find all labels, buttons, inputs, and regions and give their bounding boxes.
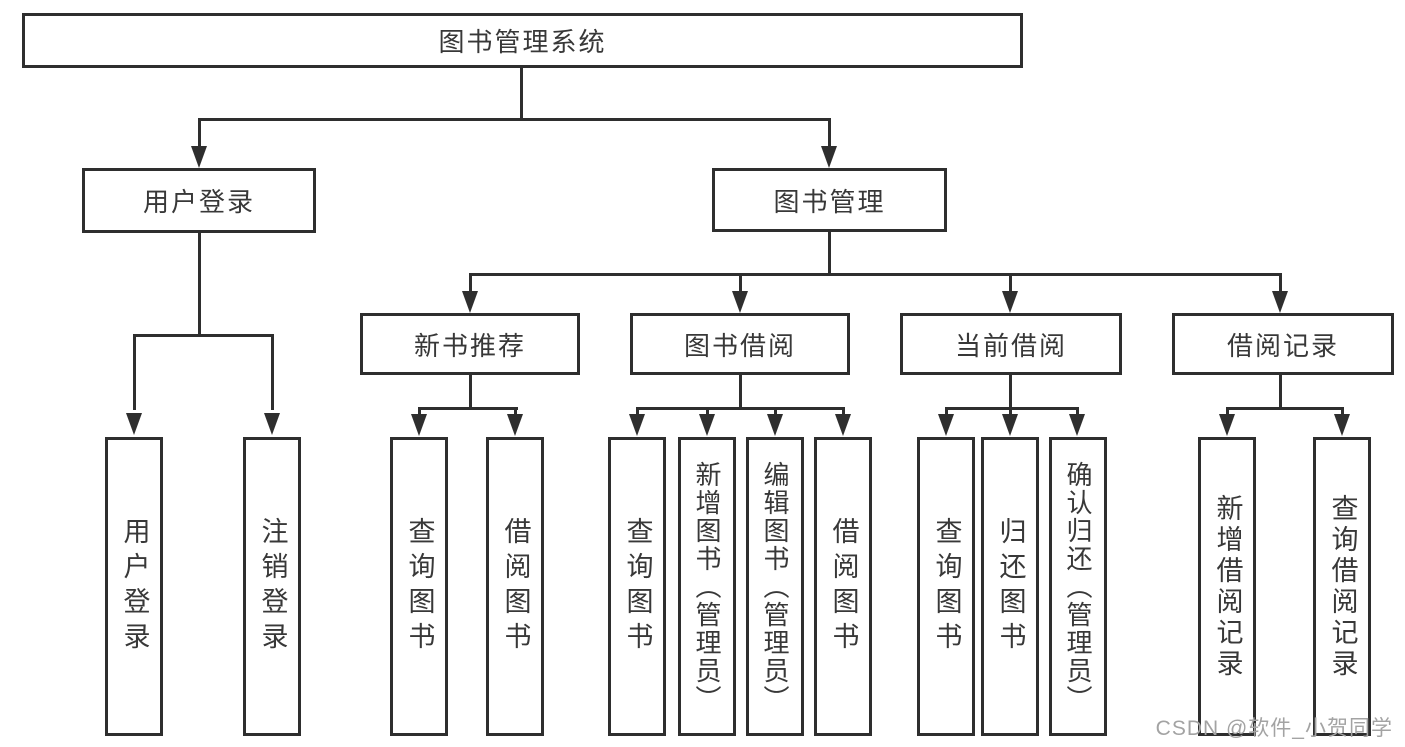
leaf-add-borrow-record: 新增借阅记录: [1198, 437, 1256, 736]
connector-new-books-split: [418, 407, 518, 410]
arrow-br-leaf2: [1334, 414, 1350, 436]
connector-bb-leaf4: [842, 407, 845, 416]
leaf-user-login: 用户登录: [105, 437, 163, 736]
leaf-query-books-2-label: 查询图书: [622, 516, 653, 657]
connector-new-books-stem: [469, 375, 472, 409]
node-new-books: 新书推荐: [360, 313, 580, 375]
connector-to-book-borrow: [739, 273, 742, 291]
connector-br-leaf2: [1341, 407, 1344, 416]
connector-book-borrow-stem: [739, 375, 742, 409]
arrow-to-user-login: [191, 146, 207, 168]
connector-bb-leaf3: [774, 407, 777, 416]
node-book-mgmt: 图书管理: [712, 168, 947, 232]
leaf-return-books: 归还图书: [981, 437, 1039, 736]
connector-bb-leaf2: [706, 407, 709, 416]
arrow-to-leaf-logout: [264, 413, 280, 435]
leaf-borrow-books-1: 借阅图书: [486, 437, 544, 736]
arrow-nb-leaf2: [507, 414, 523, 436]
arrow-cb-leaf3: [1069, 414, 1085, 436]
leaf-query-borrow-record-label: 查询借阅记录: [1327, 493, 1358, 680]
leaf-logout-label: 注销登录: [257, 516, 288, 657]
connector-root-stem: [520, 68, 523, 118]
node-current-borrow: 当前借阅: [900, 313, 1122, 375]
node-current-borrow-label: 当前借阅: [954, 330, 1067, 361]
connector-to-borrow-records: [1279, 273, 1282, 291]
connector-book-mgmt-split: [469, 273, 1282, 276]
node-root-label: 图书管理系统: [438, 27, 607, 57]
arrow-to-current-borrow: [1002, 291, 1018, 313]
leaf-borrow-books-2: 借阅图书: [814, 437, 872, 736]
arrow-cb-leaf1: [938, 414, 954, 436]
arrow-bb-leaf4: [835, 414, 851, 436]
connector-to-new-books: [469, 273, 472, 291]
arrow-cb-leaf2: [1002, 414, 1018, 436]
leaf-borrow-books-2-label: 借阅图书: [828, 516, 859, 657]
leaf-user-login-label: 用户登录: [119, 516, 150, 657]
arrow-to-book-mgmt: [821, 146, 837, 168]
connector-cb-leaf2: [1009, 407, 1012, 416]
connector-to-current-borrow: [1009, 273, 1012, 291]
connector-current-borrow-split: [945, 407, 1079, 410]
node-new-books-label: 新书推荐: [413, 330, 526, 361]
node-borrow-records: 借阅记录: [1172, 313, 1394, 375]
arrow-to-book-borrow: [732, 291, 748, 313]
leaf-edit-books-admin-label: 编辑图书（管理员）: [760, 460, 790, 713]
connector-nb-leaf2: [514, 407, 517, 416]
node-user-login: 用户登录: [82, 168, 316, 233]
node-book-borrow: 图书借阅: [630, 313, 850, 375]
connector-user-login-stem: [198, 233, 201, 336]
arrow-bb-leaf3: [767, 414, 783, 436]
connector-to-leaf-logout: [271, 334, 274, 410]
connector-user-login-split: [133, 334, 274, 337]
arrow-br-leaf1: [1219, 414, 1235, 436]
connector-root-split: [198, 118, 831, 121]
leaf-query-books-1-label: 查询图书: [404, 516, 435, 657]
connector-to-leaf-login: [133, 334, 136, 410]
leaf-borrow-books-1-label: 借阅图书: [500, 516, 531, 657]
node-root: 图书管理系统: [22, 13, 1023, 68]
connector-nb-leaf1: [418, 407, 421, 416]
connector-br-leaf1: [1226, 407, 1229, 416]
connector-to-user-login: [198, 118, 201, 148]
leaf-query-books-3-label: 查询图书: [931, 516, 962, 657]
arrow-nb-leaf1: [411, 414, 427, 436]
leaf-add-books-admin: 新增图书（管理员）: [678, 437, 736, 736]
connector-cb-leaf3: [1076, 407, 1079, 416]
connector-current-borrow-stem: [1009, 375, 1012, 409]
leaf-query-books-3: 查询图书: [917, 437, 975, 736]
leaf-edit-books-admin: 编辑图书（管理员）: [746, 437, 804, 736]
leaf-add-borrow-record-label: 新增借阅记录: [1212, 493, 1243, 680]
node-book-borrow-label: 图书借阅: [683, 330, 796, 361]
leaf-return-books-label: 归还图书: [995, 516, 1026, 657]
arrow-to-new-books: [462, 291, 478, 313]
arrow-to-leaf-login: [126, 413, 142, 435]
leaf-query-borrow-record: 查询借阅记录: [1313, 437, 1371, 736]
leaf-add-books-admin-label: 新增图书（管理员）: [692, 460, 722, 713]
leaf-logout: 注销登录: [243, 437, 301, 736]
connector-to-book-mgmt: [828, 118, 831, 148]
watermark-text: CSDN @软件_小贺同学: [1155, 717, 1393, 740]
leaf-query-books-1: 查询图书: [390, 437, 448, 736]
connector-borrow-records-stem: [1279, 375, 1282, 409]
leaf-confirm-return-admin-label: 确认归还（管理员）: [1063, 460, 1093, 713]
connector-bb-leaf1: [636, 407, 639, 416]
arrow-bb-leaf1: [629, 414, 645, 436]
connector-book-mgmt-stem: [828, 232, 831, 273]
connector-cb-leaf1: [945, 407, 948, 416]
arrow-bb-leaf2: [699, 414, 715, 436]
leaf-query-books-2: 查询图书: [608, 437, 666, 736]
node-user-login-label: 用户登录: [142, 187, 255, 217]
node-borrow-records-label: 借阅记录: [1226, 330, 1339, 361]
connector-borrow-records-split: [1226, 407, 1343, 410]
connector-book-borrow-split: [636, 407, 844, 410]
node-book-mgmt-label: 图书管理: [773, 186, 886, 217]
leaf-confirm-return-admin: 确认归还（管理员）: [1049, 437, 1107, 736]
arrow-to-borrow-records: [1272, 291, 1288, 313]
